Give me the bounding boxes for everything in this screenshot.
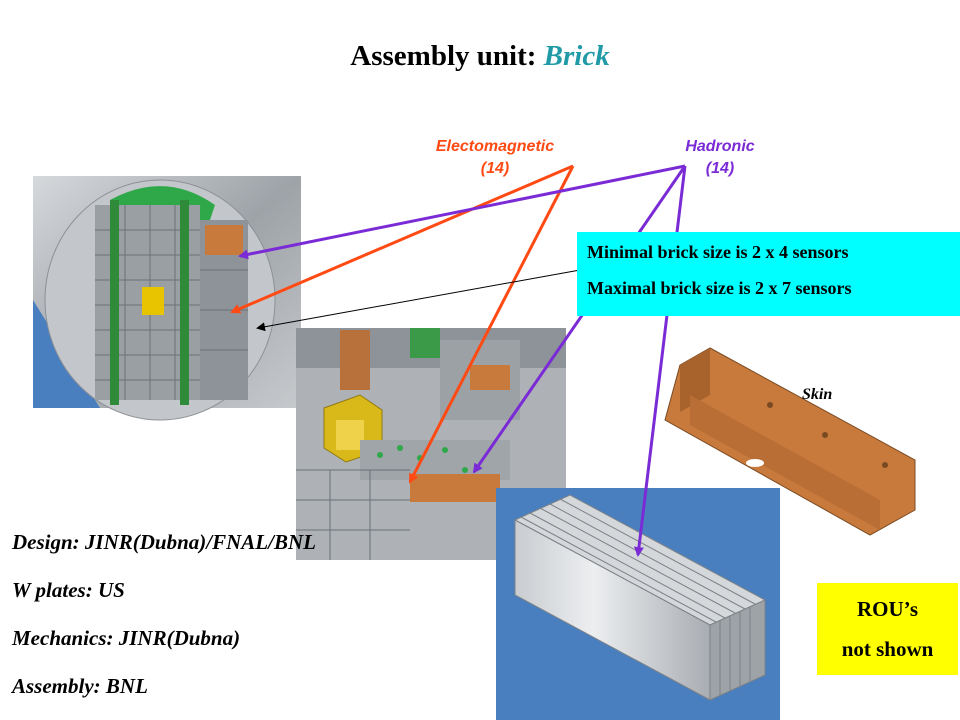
- module-image: [33, 176, 301, 421]
- brick-size-box: Minimal brick size is 2 x 4 sensors Maxi…: [577, 232, 960, 316]
- electromagnetic-name: Electomagnetic: [435, 138, 555, 155]
- credit-w-plates: W plates: US: [12, 578, 125, 602]
- brick-image: [496, 488, 780, 720]
- brick-assembly-image: [296, 328, 566, 560]
- hadronic-name: Hadronic: [685, 138, 755, 155]
- title-prefix: Assembly unit: [350, 40, 527, 72]
- hadronic-arrows: [238, 164, 687, 557]
- maximal-brick-size: Maximal brick size is 2 x 7 sensors: [587, 278, 852, 298]
- rou-note-line1: ROU’s: [856, 597, 919, 621]
- brick-pointer-arrow: [256, 269, 581, 332]
- minimal-brick-size: Minimal brick size is 2 x 4 sensors: [587, 242, 849, 262]
- hadronic-count: (14): [705, 160, 735, 177]
- skin-label: Skin: [802, 386, 833, 403]
- rou-note-box: ROU’s not shown: [817, 583, 958, 675]
- electromagnetic-count: (14): [480, 160, 510, 177]
- credit-assembly: Assembly: BNL: [12, 674, 148, 698]
- title-colon: :: [526, 40, 544, 72]
- slide-title: Assembly unit: Brick: [0, 40, 960, 73]
- credit-mechanics: Mechanics: JINR(Dubna): [12, 626, 241, 650]
- electromagnetic-arrows: [230, 164, 575, 484]
- title-accent: Brick: [543, 40, 610, 72]
- hadronic-label: Hadronic (14): [655, 136, 785, 180]
- electromagnetic-label: Electomagnetic (14): [410, 136, 580, 180]
- credit-design: Design: JINR(Dubna)/FNAL/BNL: [12, 530, 316, 554]
- skin-image: [664, 347, 916, 536]
- rou-note-line2: not shown: [841, 637, 934, 661]
